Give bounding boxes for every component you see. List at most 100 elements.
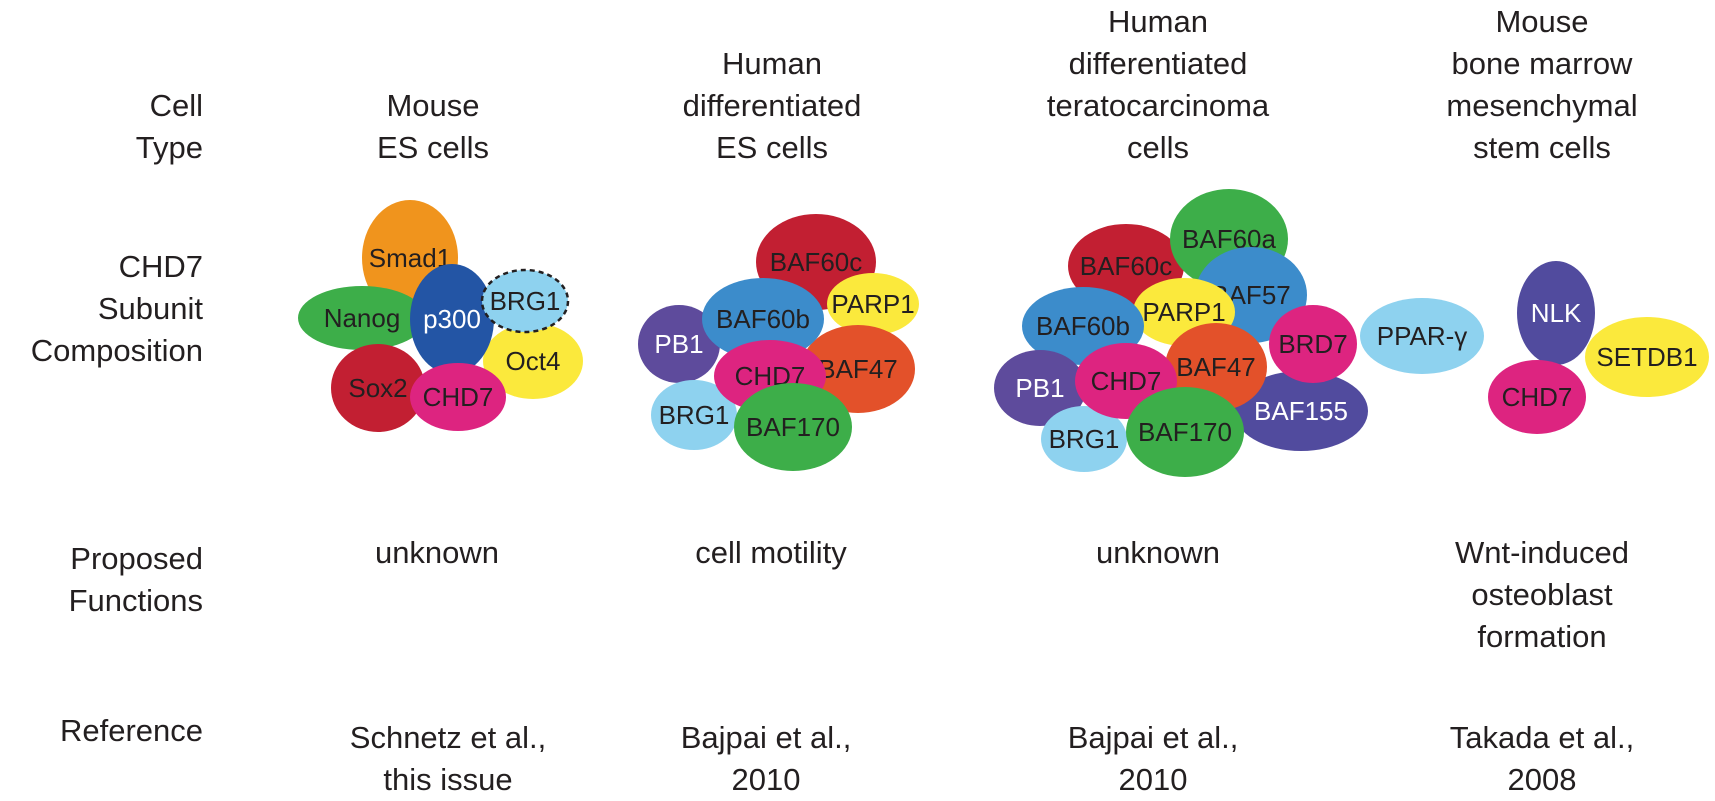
subunit-label: BAF47 [818, 354, 898, 384]
subunit-brg1: BRG1 [1041, 406, 1127, 472]
row-label-line: Reference [59, 713, 203, 748]
subunit-label: PB1 [1015, 373, 1064, 403]
subunit-ellipse [1126, 387, 1244, 477]
function-line: Wnt-induced [1454, 535, 1630, 570]
subunit-ellipse [1585, 317, 1709, 397]
reference-line: Schnetz et al., [349, 720, 547, 755]
col4-cell-type: Mouse bone marrow mesenchymal stem cells [1446, 1, 1637, 169]
subunit-label: PB1 [654, 329, 703, 359]
col1-function: unknown [375, 532, 499, 574]
subunit-label: p300 [423, 304, 481, 334]
col2-function: cell motility [695, 532, 847, 574]
subunit-ellipse [651, 380, 737, 450]
function-line: formation [1477, 619, 1607, 654]
subunit-label: BAF170 [746, 412, 840, 442]
function-line: cell motility [695, 535, 847, 570]
cell-type-line: stem cells [1473, 130, 1611, 165]
subunit-label: BRG1 [659, 400, 730, 430]
subunit-ellipse [638, 305, 720, 383]
subunit-label: BAF60c [1080, 251, 1173, 281]
subunit-label: Sox2 [348, 373, 407, 403]
reference-line: Bajpai et al., [1067, 720, 1239, 755]
cell-type-line: differentiated [1068, 46, 1248, 81]
row-label-line: Composition [30, 333, 203, 368]
subunit-ellipse [702, 278, 824, 360]
cell-type-line: bone marrow [1451, 46, 1633, 81]
row-label-proposed-functions: Proposed Functions [69, 538, 203, 622]
subunit-ellipse [410, 264, 494, 374]
subunit-label: CHD7 [423, 382, 494, 412]
cell-type-line: teratocarcinoma [1046, 88, 1270, 123]
row-label-reference: Reference [60, 710, 203, 752]
cell-type-line: Mouse [386, 88, 480, 123]
subunit-label: BAF60c [770, 247, 863, 277]
subunit-ellipse [483, 323, 583, 399]
function-line: unknown [374, 535, 500, 570]
function-line: unknown [1095, 535, 1221, 570]
subunit-ellipse [1360, 298, 1484, 374]
row-label-line: Type [135, 130, 203, 165]
cell-type-line: ES cells [377, 130, 489, 165]
subunit-ellipse [1488, 360, 1586, 434]
subunit-baf155: BAF155 [1234, 371, 1368, 451]
row-label-subunit-composition: CHD7 Subunit Composition [31, 246, 203, 372]
subunit-baf60b: BAF60b [702, 278, 824, 360]
row-label-line: Proposed [70, 541, 203, 576]
subunit-ellipse [994, 350, 1086, 426]
col3-reference: Bajpai et al., 2010 [1068, 717, 1239, 801]
subunit-ellipse [1517, 261, 1595, 365]
subunit-p300: p300 [410, 264, 494, 374]
reference-line: Bajpai et al., [680, 720, 852, 755]
subunit-label: PARP1 [1142, 297, 1225, 327]
col2-cell-type: Human differentiated ES cells [683, 43, 862, 169]
reference-line: 2010 [731, 762, 801, 797]
subunit-nlk: NLK [1517, 261, 1595, 365]
subunit-chd7: CHD7 [410, 363, 506, 431]
subunit-brg1: BRG1 [651, 380, 737, 450]
subunit-label: BAF60b [716, 304, 810, 334]
subunit-ellipse [734, 383, 852, 471]
subunit-label: BRG1 [1049, 424, 1120, 454]
col3-function: unknown [1096, 532, 1220, 574]
subunit-nanog: Nanog [298, 286, 426, 350]
subunit-baf47: BAF47 [801, 325, 915, 413]
row-label-line: Cell [149, 88, 203, 123]
col1-reference: Schnetz et al., this issue [350, 717, 546, 801]
subunit-ellipse [801, 325, 915, 413]
row-label-line: CHD7 [118, 249, 203, 284]
reference-line: Takada et al., [1449, 720, 1635, 755]
row-label-cell-type: Cell Type [136, 85, 203, 169]
subunit-label: CHD7 [1502, 382, 1573, 412]
reference-line: 2010 [1118, 762, 1188, 797]
subunit-pb1: PB1 [638, 305, 720, 383]
cell-type-line: cells [1126, 130, 1189, 165]
col1-cell-type: Mouse ES cells [377, 85, 489, 169]
subunit-label: BRD7 [1278, 329, 1347, 359]
cell-type-line: ES cells [716, 130, 828, 165]
subunit-label: PARP1 [831, 289, 914, 319]
subunit-sox2: Sox2 [331, 344, 425, 432]
subunit-baf170: BAF170 [1126, 387, 1244, 477]
subunit-ellipse [410, 363, 506, 431]
row-label-line: Subunit [97, 291, 203, 326]
subunit-label: Oct4 [506, 346, 561, 376]
reference-line: 2008 [1507, 762, 1577, 797]
subunit-label: CHD7 [1091, 366, 1162, 396]
col4-function: Wnt-induced osteoblast formation [1455, 532, 1629, 658]
subunit-ellipse [298, 286, 426, 350]
reference-line: this issue [383, 762, 513, 797]
cell-type-line: Human [722, 46, 822, 81]
col4-reference: Takada et al., 2008 [1450, 717, 1634, 801]
cell-type-line: differentiated [682, 88, 862, 123]
subunit-label: BAF155 [1254, 396, 1348, 426]
row-label-line: Functions [68, 583, 203, 618]
subunit-label: Nanog [324, 303, 401, 333]
subunit-setdb1: SETDB1 [1585, 317, 1709, 397]
subunit-oct4: Oct4 [483, 323, 583, 399]
subunit-label: PPAR-γ [1377, 321, 1468, 351]
cell-type-line: Mouse [1495, 4, 1589, 39]
subunit-label: BAF170 [1138, 417, 1232, 447]
